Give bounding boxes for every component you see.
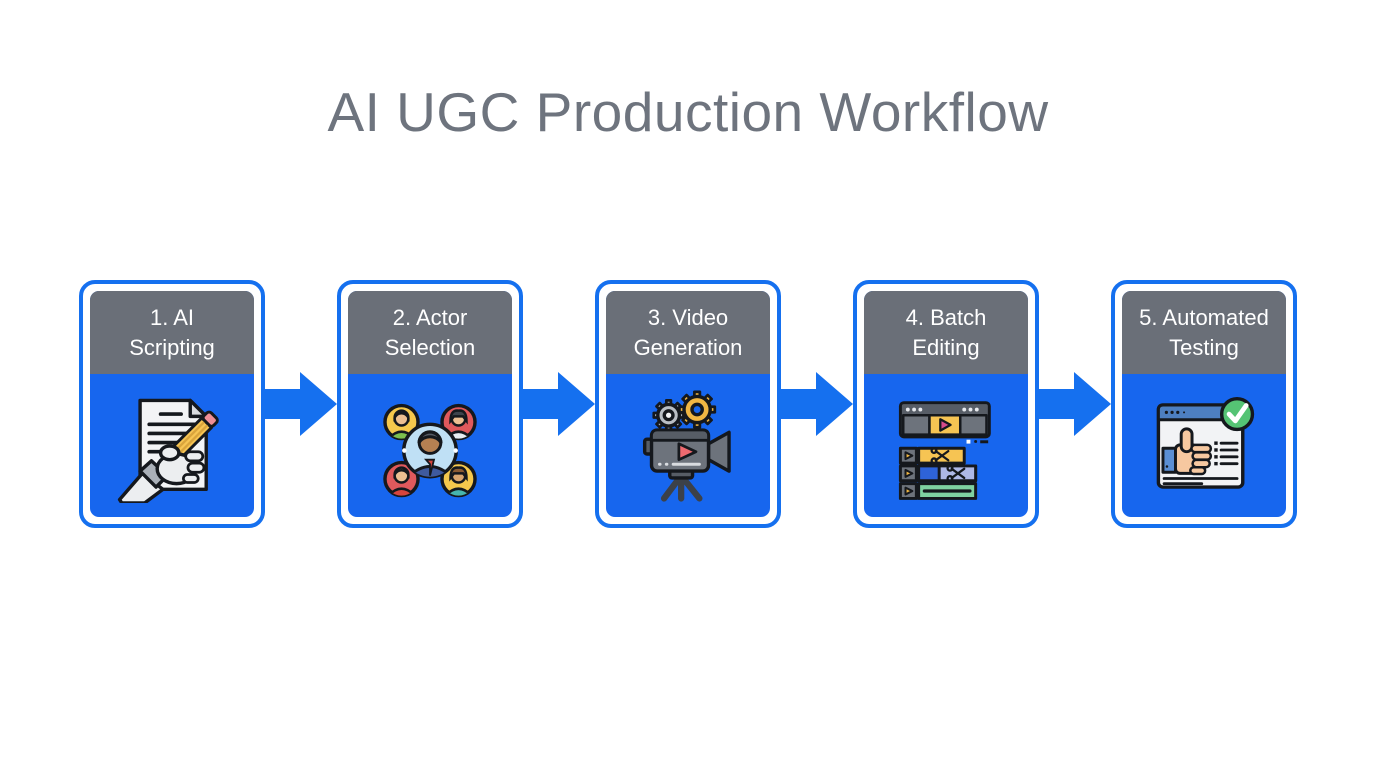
step-title-line2: Testing bbox=[1169, 334, 1239, 360]
step-card-actor-selection: 2. Actor Selection bbox=[337, 280, 523, 528]
actor-avatars-icon bbox=[383, 403, 477, 497]
step-card-automated-testing: 5. Automated Testing bbox=[1111, 280, 1297, 528]
step-title-line2: Generation bbox=[633, 334, 743, 360]
flow-arrow-icon bbox=[781, 364, 853, 444]
step-body bbox=[1122, 374, 1286, 517]
step-card-inner: 5. Automated Testing bbox=[1122, 291, 1286, 517]
flow-arrow-icon bbox=[265, 364, 337, 444]
step-header: 1. AI Scripting bbox=[90, 291, 254, 374]
step-header: 2. Actor Selection bbox=[348, 291, 512, 374]
step-card-ai-scripting: 1. AI Scripting bbox=[79, 280, 265, 528]
step-card-inner: 4. Batch Editing bbox=[864, 291, 1028, 517]
step-body bbox=[606, 374, 770, 517]
flow-arrow-icon bbox=[523, 364, 595, 444]
editing-timeline-icon bbox=[898, 400, 991, 500]
step-title-line2: Editing bbox=[912, 334, 980, 360]
step-card-inner: 2. Actor Selection bbox=[348, 291, 512, 517]
step-card-batch-editing: 4. Batch Editing bbox=[853, 280, 1039, 528]
step-body bbox=[864, 374, 1028, 517]
robot-hand-writing-icon bbox=[117, 398, 219, 503]
step-header: 3. Video Generation bbox=[606, 291, 770, 374]
step-title-line1: 2. Actor bbox=[392, 304, 468, 330]
browser-approval-icon bbox=[1156, 396, 1255, 489]
workflow-diagram: 1. AI Scripting bbox=[79, 280, 1297, 528]
page-title: AI UGC Production Workflow bbox=[327, 81, 1049, 143]
step-title-line1: 1. AI bbox=[149, 304, 195, 330]
step-header: 5. Automated Testing bbox=[1122, 291, 1286, 374]
step-title-line2: Selection bbox=[384, 334, 476, 360]
step-body bbox=[90, 374, 254, 517]
step-body bbox=[348, 374, 512, 517]
flow-arrow-icon bbox=[1039, 364, 1111, 444]
step-title-line1: 3. Video bbox=[647, 304, 729, 330]
step-header: 4. Batch Editing bbox=[864, 291, 1028, 374]
step-title-line1: 4. Batch bbox=[905, 304, 987, 330]
step-card-inner: 3. Video Generation bbox=[606, 291, 770, 517]
step-title-line2: Scripting bbox=[129, 334, 215, 360]
step-card-video-generation: 3. Video Generation bbox=[595, 280, 781, 528]
video-camera-gears-icon bbox=[642, 389, 731, 502]
step-title-line1: 5. Automated bbox=[1139, 304, 1269, 330]
step-card-inner: 1. AI Scripting bbox=[90, 291, 254, 517]
